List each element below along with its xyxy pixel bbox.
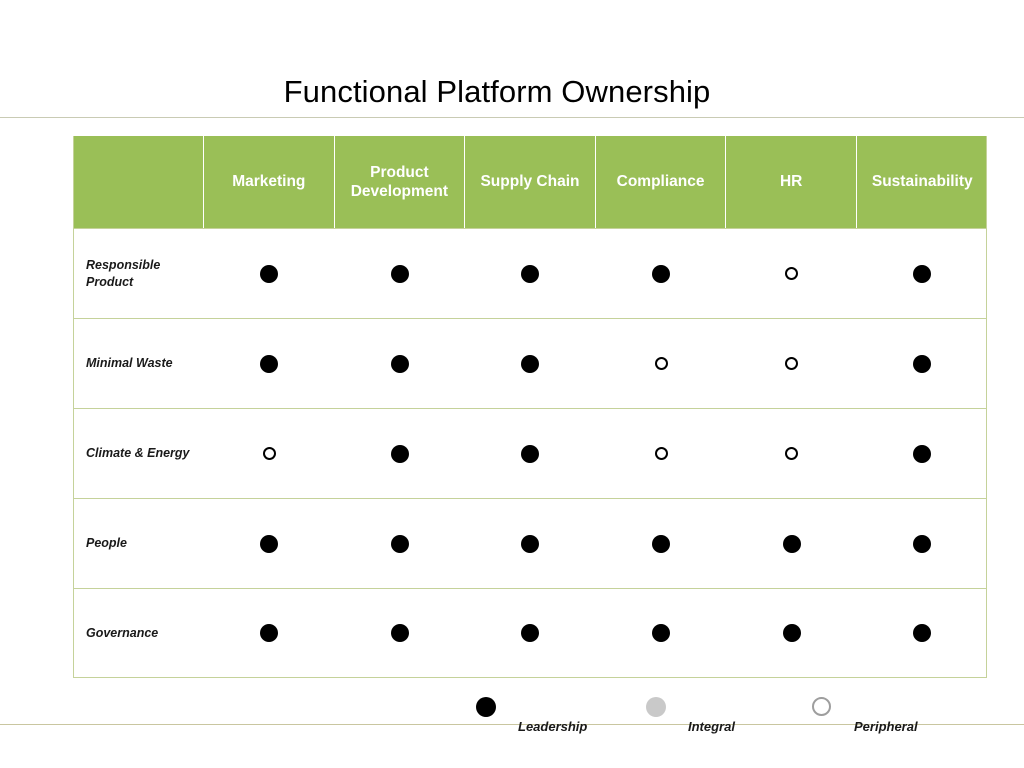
ownership-matrix: Marketing Product Development Supply Cha… [73, 136, 987, 678]
marker-filled [521, 534, 540, 553]
marker-filled [260, 534, 279, 553]
table-row: Minimal Waste [74, 318, 986, 408]
marker-filled [260, 354, 279, 373]
matrix-cell-climate-and-energy-marketing[interactable] [204, 409, 335, 498]
column-header-sustainability: Sustainability [871, 173, 973, 191]
marker-filled [390, 354, 409, 373]
page-title: Functional Platform Ownership [283, 74, 711, 109]
column-header-product-development: Product Development [335, 136, 466, 228]
row-label-climate-and-energy: Climate & Energy [86, 446, 190, 461]
marker-filled [652, 624, 671, 642]
row-label-people: People [86, 536, 127, 551]
marker-hollow [262, 447, 276, 460]
marker-filled [521, 264, 540, 283]
matrix-cell-people-hr[interactable] [726, 499, 857, 588]
matrix-cell-minimal-waste-supply-chain[interactable] [465, 319, 596, 408]
matrix-cell-minimal-waste-marketing[interactable] [204, 319, 335, 408]
column-header-marketing: Marketing [204, 136, 335, 228]
marker-hollow-icon [812, 697, 831, 716]
matrix-cell-climate-and-energy-hr[interactable] [726, 409, 857, 498]
marker-filled [521, 624, 540, 642]
matrix-cell-governance-hr[interactable] [726, 589, 857, 677]
table-row: Responsible Product [74, 228, 986, 318]
marker-filled [521, 354, 540, 373]
legend-label-leadership: Leadership [518, 719, 588, 734]
marker-filled [390, 624, 409, 642]
marker-filled [782, 624, 801, 642]
row-label-minimal-waste: Minimal Waste [86, 356, 173, 371]
matrix-cell-governance-sustainability[interactable] [857, 589, 988, 677]
marker-filled-icon [476, 697, 496, 717]
matrix-cell-responsible-product-supply-chain[interactable] [465, 229, 596, 318]
matrix-cell-responsible-product-marketing[interactable] [204, 229, 335, 318]
footer-divider-rule [0, 724, 1024, 725]
matrix-cell-governance-compliance[interactable] [596, 589, 727, 677]
legend-label-integral: Integral [688, 719, 735, 734]
legend-label-peripheral: Peripheral [854, 719, 918, 734]
matrix-cell-people-compliance[interactable] [596, 499, 727, 588]
marker-hollow [785, 267, 799, 280]
column-header-hr: HR [726, 136, 857, 228]
matrix-cell-people-supply-chain[interactable] [465, 499, 596, 588]
matrix-cell-minimal-waste-hr[interactable] [726, 319, 857, 408]
matrix-cell-governance-product-development[interactable] [335, 589, 466, 677]
matrix-cell-minimal-waste-sustainability[interactable] [857, 319, 988, 408]
table-row: Climate & Energy [74, 408, 986, 498]
matrix-cell-climate-and-energy-product-development[interactable] [335, 409, 466, 498]
marker-filled [913, 534, 932, 553]
matrix-cell-climate-and-energy-supply-chain[interactable] [465, 409, 596, 498]
marker-filled [652, 534, 671, 553]
table-row: People [74, 498, 986, 588]
matrix-header-row: Marketing Product Development Supply Cha… [74, 136, 986, 228]
header-divider-rule [0, 117, 1024, 118]
matrix-cell-minimal-waste-product-development[interactable] [335, 319, 466, 408]
matrix-cell-climate-and-energy-compliance[interactable] [596, 409, 727, 498]
marker-filled [260, 264, 279, 283]
marker-hollow [654, 357, 668, 370]
matrix-cell-responsible-product-sustainability[interactable] [857, 229, 988, 318]
row-label-responsible-product: Responsible Product [86, 257, 161, 289]
table-row: Governance [74, 588, 986, 678]
matrix-cell-people-product-development[interactable] [335, 499, 466, 588]
marker-filled [260, 624, 279, 642]
matrix-corner-cell [74, 136, 204, 228]
matrix-cell-responsible-product-hr[interactable] [726, 229, 857, 318]
matrix-cell-people-marketing[interactable] [204, 499, 335, 588]
matrix-cell-responsible-product-product-development[interactable] [335, 229, 466, 318]
marker-filled [390, 534, 409, 553]
marker-filled [390, 264, 409, 283]
marker-filled [913, 624, 932, 642]
matrix-cell-people-sustainability[interactable] [857, 499, 988, 588]
matrix-cell-responsible-product-compliance[interactable] [596, 229, 727, 318]
matrix-cell-climate-and-energy-sustainability[interactable] [857, 409, 988, 498]
marker-filled [521, 444, 540, 463]
legend: Leadership Integral Peripheral [470, 697, 940, 747]
matrix-cell-governance-supply-chain[interactable] [465, 589, 596, 677]
marker-hollow [654, 447, 668, 460]
matrix-cell-governance-marketing[interactable] [204, 589, 335, 677]
marker-filled [652, 264, 671, 283]
column-header-compliance: Compliance [596, 136, 727, 228]
marker-half-icon [646, 697, 666, 717]
row-label-governance: Governance [86, 625, 159, 640]
marker-filled [390, 444, 409, 463]
marker-filled [913, 264, 932, 283]
matrix-cell-minimal-waste-compliance[interactable] [596, 319, 727, 408]
marker-hollow [785, 357, 799, 370]
marker-filled [913, 354, 932, 373]
marker-filled [782, 534, 801, 553]
marker-hollow [785, 447, 799, 460]
column-header-supply-chain: Supply Chain [465, 136, 596, 228]
marker-filled [913, 444, 932, 463]
